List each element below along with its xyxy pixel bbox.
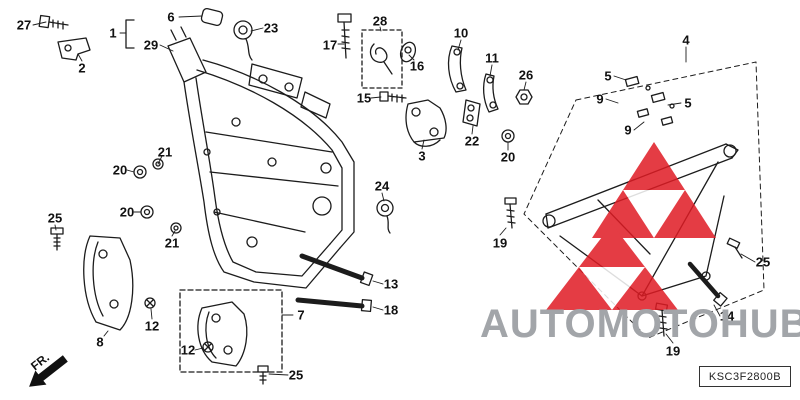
part-code-box: KSC3F2800B bbox=[699, 366, 791, 387]
bolt-25b-art bbox=[257, 365, 269, 385]
ring-24-art bbox=[376, 199, 394, 234]
bracket-16-art bbox=[399, 41, 417, 63]
collars-washers-left-art bbox=[133, 158, 182, 234]
bolt-27-art bbox=[38, 14, 69, 30]
watermark-logo-triangles bbox=[546, 142, 716, 310]
bracket-2-art bbox=[57, 37, 91, 61]
nut-26-art bbox=[515, 89, 533, 105]
bracket-10-art bbox=[447, 45, 467, 93]
bolt-25c-art bbox=[726, 237, 743, 259]
bolt-13-art bbox=[299, 253, 374, 287]
bolt-17-art bbox=[337, 13, 352, 59]
main-frame-art bbox=[167, 26, 355, 289]
washer-20-right-art bbox=[501, 129, 515, 143]
part-6-art bbox=[200, 7, 224, 27]
bolt-18-art bbox=[295, 297, 373, 313]
bolt-14-art bbox=[687, 261, 728, 307]
bracket-22-art bbox=[462, 99, 481, 127]
bolt-12a-art bbox=[144, 297, 156, 309]
assembly-boundary-art bbox=[523, 61, 765, 339]
bracket-11-art bbox=[482, 73, 499, 113]
bracket-3-art bbox=[405, 99, 447, 147]
fasteners-5-9-art bbox=[624, 75, 675, 126]
guard-8-art bbox=[83, 235, 134, 331]
guard-7-box-art bbox=[179, 289, 283, 373]
fr-direction-arrow: FR. bbox=[28, 350, 68, 387]
ring-23-art bbox=[233, 20, 253, 61]
part-28-box-art bbox=[361, 29, 403, 89]
bolt-12b-art bbox=[202, 341, 214, 353]
bolt-15-art bbox=[379, 91, 407, 103]
callout-1-bracket-art bbox=[125, 19, 135, 49]
bolt-25a-art bbox=[50, 227, 64, 251]
leader-lines bbox=[32, 15, 756, 376]
bolt-19a-art bbox=[504, 197, 517, 229]
